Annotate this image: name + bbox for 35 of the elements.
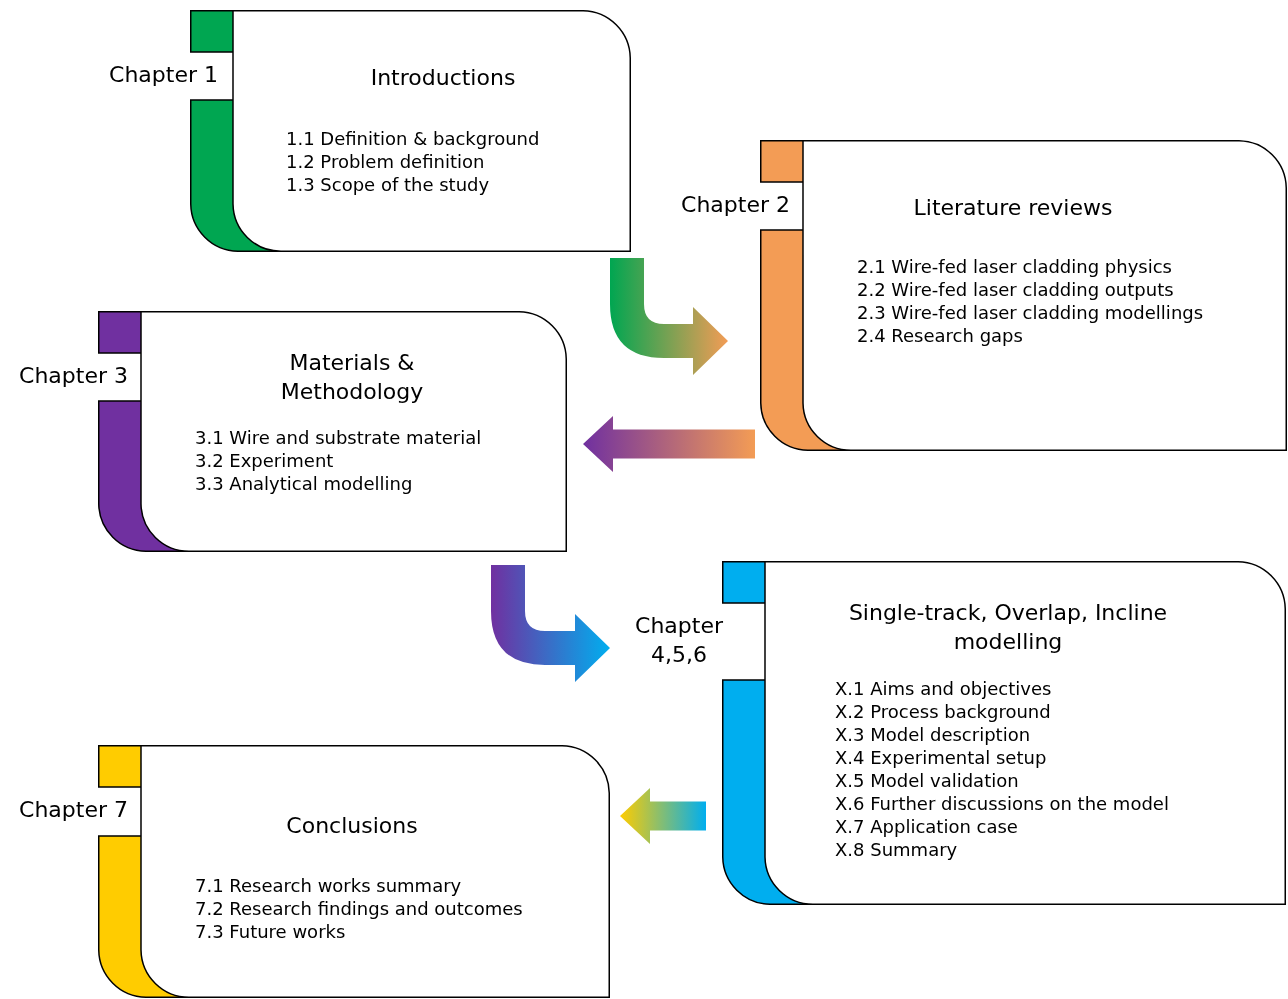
list-item: 3.1 Wire and substrate material bbox=[195, 426, 482, 449]
list-item: X.3 Model description bbox=[835, 723, 1031, 746]
block-arrow bbox=[610, 258, 728, 375]
list-item: 2.2 Wire-fed laser cladding outputs bbox=[857, 278, 1174, 301]
chapter-label: Chapter 7 bbox=[19, 796, 128, 825]
list-item: 7.3 Future works bbox=[195, 920, 346, 943]
chapter-label: Chapter 2 bbox=[681, 190, 790, 219]
chapter-label: Chapter 3 bbox=[19, 361, 128, 390]
chapter-label: Chapter 4,5,6 bbox=[634, 611, 724, 669]
list-item: 3.3 Analytical modelling bbox=[195, 472, 413, 495]
card-heading: Literature reviews bbox=[912, 194, 1114, 222]
chapter-label: Chapter 1 bbox=[109, 60, 218, 89]
block-arrow bbox=[491, 565, 610, 682]
list-item: X.1 Aims and objectives bbox=[835, 677, 1052, 700]
card-heading: Introductions bbox=[369, 64, 517, 92]
card-heading: Single-track, Overlap, Incline modelling bbox=[847, 599, 1169, 656]
list-item: X.6 Further discussions on the model bbox=[835, 792, 1169, 815]
list-item: 7.1 Research works summary bbox=[195, 874, 462, 897]
block-arrow bbox=[583, 416, 755, 472]
list-item: 1.2 Problem definition bbox=[286, 150, 485, 173]
list-item: X.2 Process background bbox=[835, 700, 1051, 723]
list-item: 2.4 Research gaps bbox=[857, 324, 1023, 347]
list-item: 7.2 Research findings and outcomes bbox=[195, 897, 523, 920]
card-heading: Materials & Methodology bbox=[279, 349, 425, 406]
list-item: 1.3 Scope of the study bbox=[286, 173, 490, 196]
list-item: X.5 Model validation bbox=[835, 769, 1019, 792]
list-item: 2.3 Wire-fed laser cladding modellings bbox=[857, 301, 1204, 324]
list-item: 3.2 Experiment bbox=[195, 449, 334, 472]
list-item: 1.1 Definition & background bbox=[286, 127, 540, 150]
list-item: X.8 Summary bbox=[835, 838, 958, 861]
block-arrow bbox=[620, 788, 706, 844]
list-item: 2.1 Wire-fed laser cladding physics bbox=[857, 255, 1172, 278]
card-heading: Conclusions bbox=[285, 812, 419, 840]
list-item: X.7 Application case bbox=[835, 815, 1018, 838]
list-item: X.4 Experimental setup bbox=[835, 746, 1047, 769]
